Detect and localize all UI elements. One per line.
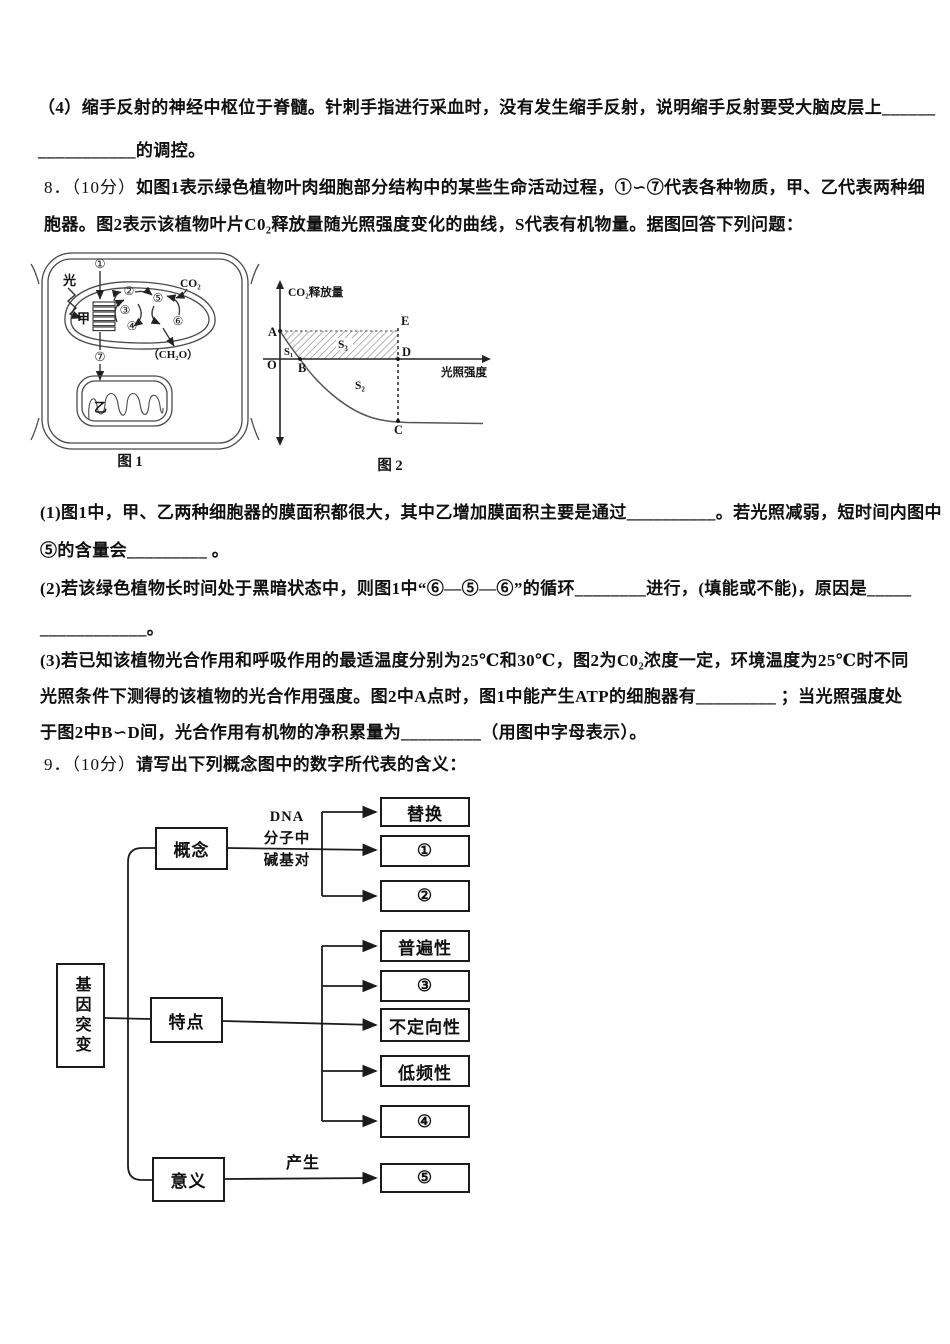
q9-intro-line: 9．（10分）请写出下列概念图中的数字所代表的含义： (44, 753, 467, 777)
q9-intro-text: 请写出下列概念图中的数字所代表的含义： (136, 755, 467, 774)
branch-feature-box: 特点 (150, 997, 223, 1043)
concept-item-1: ① (380, 835, 470, 867)
q8-sub1-line-1: (1)图1中，甲、乙两种细胞器的膜面积都很大，其中乙增加膜面积主要是通过____… (40, 503, 942, 522)
co2-label: CO₂ (180, 278, 201, 290)
figure2-caption: 图 2 (377, 457, 402, 474)
feature-item-low-frequency: 低频性 (380, 1055, 470, 1087)
concept-item-substitution: 替换 (380, 797, 470, 827)
meaning-item-5: ⑤ (380, 1163, 470, 1193)
feature-item-universality: 普遍性 (380, 930, 470, 962)
x-axis-label: 光照强度 (440, 365, 487, 379)
point-E-label: E (401, 314, 409, 328)
s3-label-bg (336, 338, 353, 350)
dna-edge-line-3: 碱基对 (263, 853, 311, 869)
node-2: ② (124, 284, 135, 298)
branch-meaning-box: 意义 (152, 1157, 225, 1202)
y-axis-bottom-arrow (276, 437, 284, 446)
light-zigzag-arrow (66, 287, 82, 319)
feature-item-3: ③ (380, 970, 470, 1002)
node-6: ⑥ (173, 314, 184, 328)
point-D-dot (396, 357, 400, 361)
dna-base-pair-edge-label: DNA 分子中 碱基对 (250, 806, 324, 872)
root-bracket (127, 847, 155, 1181)
cell-wall-outline (30, 252, 260, 450)
organelle-a-label: 甲 (77, 311, 90, 326)
ch2o-arrow (162, 327, 175, 347)
region-s2-label: S₂ (355, 380, 365, 392)
q4-line-2: ___________的调控。 (38, 141, 206, 160)
grana-stack (92, 301, 116, 332)
q8-sub2-line-1: (2)若该绿色植物长时间处于黑暗状态中，则图1中“⑥—⑤—⑥”的循环______… (40, 579, 912, 598)
q8-number: 8．（10分） (44, 178, 136, 197)
concept-item-2: ② (380, 880, 470, 912)
y-axis-top-arrow (276, 280, 284, 289)
point-A-dot (278, 329, 282, 333)
node-7: ⑦ (94, 350, 105, 364)
node-3: ③ (120, 303, 131, 317)
dna-edge-line-1: DNA (269, 809, 305, 825)
q8-sub1-line-2: ⑤的含量会_________ 。 (40, 541, 230, 560)
produce-edge-label: 产生 (285, 1155, 320, 1172)
light-label: 光 (62, 273, 76, 288)
dna-edge-line-2: 分子中 (263, 831, 311, 847)
figure1-caption: 图 1 (117, 453, 142, 470)
point-B-dot (298, 357, 302, 361)
left-cycle-arrow-up (114, 299, 125, 323)
meaning-main-arrow (224, 1171, 378, 1185)
point-B-label: B (298, 361, 306, 375)
concept-map: 基因突变 概念 特点 意义 DNA 分子中 碱基对 产生 替换 ① ② 普遍性 … (50, 785, 490, 1220)
region-s1-label: S₁ (284, 347, 293, 358)
point-D-label: D (402, 345, 411, 359)
q8-intro-line-1: 8．（10分）如图1表示绿色植物叶肉细胞部分结构中的某些生命活动过程，①∽⑦代表… (44, 176, 925, 200)
point-C-label: C (394, 423, 403, 437)
q8-sub3-line-3: 于图2中B∽D间，光合作用有机物的净积累量为_________（用图中字母表示）… (40, 723, 647, 742)
feature-main-arrow (222, 1018, 378, 1031)
arrow-grana-to-2 (111, 289, 122, 302)
organelle-b-label: 乙 (94, 400, 107, 415)
root-to-feature-line (104, 1017, 151, 1020)
q8-sub3-line-1: (3)若已知该植物光合作用和呼吸作用的最适温度分别为25℃和30℃，图2为C0₂… (40, 651, 909, 670)
right-cycle-arrow-up (166, 294, 181, 316)
q9-number: 9．（10分） (44, 755, 136, 774)
node-4: ④ (127, 319, 138, 333)
concept-main-arrow (227, 843, 378, 857)
y-axis-label: CO₂释放量 (288, 285, 344, 299)
point-C-dot (396, 419, 400, 423)
concept-map-connectors (104, 805, 378, 1185)
q8-sub2-line-2: ____________。 (40, 619, 165, 638)
arrow-2-to-5 (134, 286, 153, 296)
node-5: ⑤ (153, 291, 164, 305)
ch2o-label: （CH₂O） (148, 348, 198, 361)
q4-line-1: （4）缩手反射的神经中枢位于脊髓。针刺手指进行采血时，没有发生缩手反射，说明缩手… (38, 98, 936, 117)
node-1: ① (94, 257, 105, 271)
q8-intro-text-1: 如图1表示绿色植物叶肉细胞部分结构中的某些生命活动过程，①∽⑦代表各种物质，甲、… (136, 178, 926, 197)
origin-label: O (267, 358, 277, 372)
co2-arrow (175, 288, 188, 299)
concept-map-root-gene-mutation: 基因突变 (56, 963, 105, 1068)
point-A-label: A (268, 325, 277, 339)
feature-item-nondirectional: 不定向性 (380, 1008, 470, 1042)
figure1-cell-diagram: 光 ① ② ③ ④ ⑤ ⑥ CO₂ （CH₂O） 甲 ⑦ 乙 (30, 252, 260, 470)
q8-sub3-line-2: 光照条件下测得的该植物的光合作用强度。图2中A点时，图1中能产生ATP的细胞器有… (40, 687, 903, 706)
x-axis-arrow (482, 355, 491, 363)
figure2-co2-chart: CO₂释放量 光照强度 A E D O B C S₁ S₃ S₂ 图 2 (263, 280, 491, 474)
branch-concept-box: 概念 (155, 827, 228, 870)
right-cycle-arrow-down (150, 305, 161, 325)
mitochondrion-outline (76, 375, 173, 427)
region-s3-label: S₃ (338, 339, 348, 351)
q8-intro-line-2: 胞器。图2表示该植物叶片C0₂释放量随光照强度变化的曲线，S代表有机物量。据图回… (44, 215, 804, 234)
co2-release-curve (279, 330, 484, 425)
feature-item-4: ④ (380, 1105, 470, 1138)
left-cycle-arrow-down (133, 303, 144, 327)
